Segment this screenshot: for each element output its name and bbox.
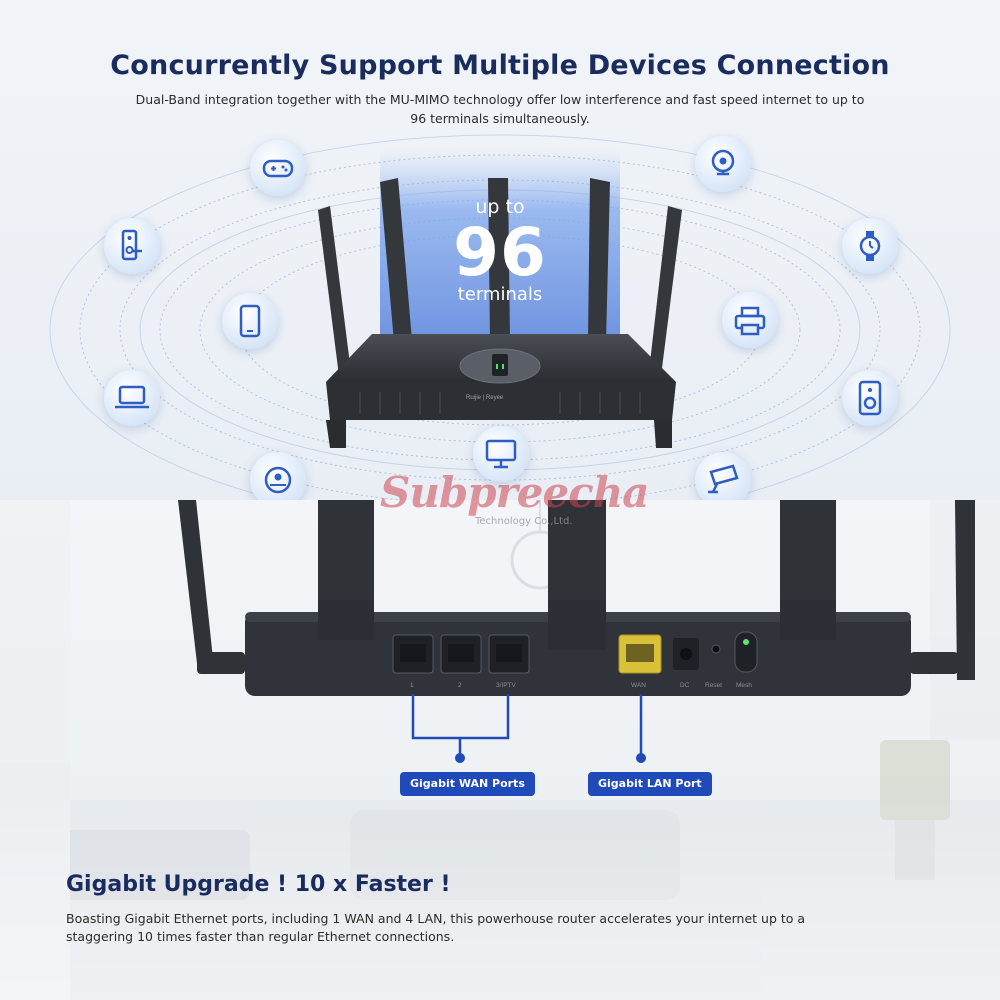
mesh-button-label: Mesh <box>736 682 752 689</box>
door-lock-icon <box>104 218 160 274</box>
watermark-logo: Subpreecha <box>380 468 649 517</box>
port-1-label: 1 <box>410 682 414 689</box>
smartphone-icon <box>222 293 278 349</box>
router-antennas <box>318 178 682 384</box>
gigabit-wan-ports-callout: Gigabit WAN Ports <box>400 772 535 796</box>
devices-description: Dual-Band integration together with the … <box>135 92 865 126</box>
router-rear-scene: 1 2 3/IPTV WAN DC Reset Mesh <box>0 500 1000 1000</box>
terminal-count: 96 <box>453 214 547 291</box>
port-3-label: 3/IPTV <box>496 682 517 689</box>
speaker-icon <box>842 370 898 426</box>
security-camera-icon <box>695 452 751 500</box>
callout-lines <box>411 694 643 756</box>
ethernet-port-group <box>392 631 758 674</box>
watermark-tagline: Technology Co.,Ltd. <box>475 516 573 527</box>
router-brand: Ruijie | Reyee <box>466 395 504 401</box>
up-to-label: up to <box>475 196 525 218</box>
terminals-label: terminals <box>457 284 543 305</box>
gigabit-lan-port-callout: Gigabit LAN Port <box>588 772 712 796</box>
dc-port-label: DC <box>680 682 690 689</box>
monitor-icon <box>473 426 529 482</box>
gigabit-headline: Gigabit Upgrade ! 10 x Faster ! <box>66 872 451 897</box>
lan-callout-dot <box>636 753 646 763</box>
robot-vacuum-icon <box>250 452 306 500</box>
smartwatch-icon <box>842 218 898 274</box>
laptop-icon <box>104 370 160 426</box>
printer-icon <box>722 292 778 348</box>
router-scene: Ruijie | Reyee <box>49 134 951 500</box>
gamepad-icon <box>250 140 306 196</box>
router-front-body <box>326 334 676 448</box>
devices-connection-panel: Ruijie | Reyee <box>0 0 1000 500</box>
webcam-icon <box>695 136 751 192</box>
reset-button-label: Reset <box>705 682 722 689</box>
gigabit-ports-panel: 1 2 3/IPTV WAN DC Reset Mesh Gigabit WAN… <box>0 500 1000 1000</box>
room-background <box>0 500 1000 1000</box>
gigabit-description: Boasting Gigabit Ethernet ports, includi… <box>66 911 806 944</box>
router-rear-body <box>245 600 911 696</box>
wan-callout-dot <box>455 753 465 763</box>
devices-headline: Concurrently Support Multiple Devices Co… <box>110 50 890 81</box>
port-2-label: 2 <box>458 682 462 689</box>
wan-port-label: WAN <box>631 682 646 689</box>
